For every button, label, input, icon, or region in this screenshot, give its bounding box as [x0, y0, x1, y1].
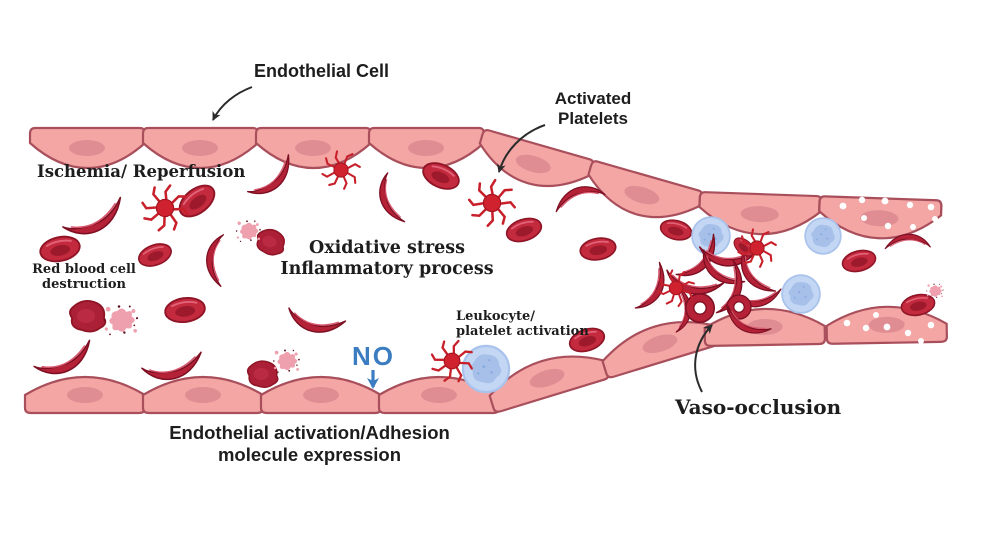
label-endothelial-activation-adhesion: Endothelial activation/Adhesion molecule…: [169, 422, 450, 465]
red-blood-cell: [134, 239, 176, 271]
endothelial-cell-arrow: [212, 86, 253, 121]
top-vessel-wall: [28, 126, 943, 242]
label-red-blood-cell-destruction: Red blood cell destruction: [32, 262, 136, 293]
endothelial-cell-segment: [580, 159, 705, 232]
red-blood-cell: [162, 294, 208, 326]
label-endothelial-cell: Endothelial Cell: [254, 61, 390, 81]
label-nitric-oxide: NO: [352, 341, 395, 371]
label-ischemia-reperfusion: Ischemia/ Reperfusion: [37, 162, 246, 181]
label-leukocyte-platelet-activation: Leukocyte/ platelet activation: [456, 309, 589, 340]
top-wall-sloping-segment: [471, 127, 705, 232]
red-blood-cell: [839, 246, 879, 276]
leukocyte: [781, 274, 821, 314]
hemolysis-debris: [235, 220, 261, 243]
red-blood-cell: [577, 234, 619, 264]
sickle-cell: [629, 261, 676, 316]
activated-platelet: [465, 176, 519, 230]
annotation-arrows: [212, 86, 713, 393]
hemolysis-debris: [103, 305, 139, 336]
destroyed-red-blood-cell: [69, 299, 107, 333]
activated-platelets-arrow: [496, 124, 546, 173]
red-blood-cell: [37, 232, 83, 266]
label-activated-platelets: Activated Platelets: [554, 89, 632, 129]
adhesion-molecule-dots: [839, 196, 938, 344]
destroyed-red-blood-cell: [246, 360, 279, 389]
red-blood-cell: [173, 178, 221, 224]
endothelial-cell-segment: [367, 126, 486, 170]
label-oxidative-stress-inflammatory-process: Oxidative stress Inflammatory process: [280, 238, 494, 279]
label-vaso-occlusion: Vaso-occlusion: [675, 395, 842, 419]
endothelial-cell-segment: [259, 375, 383, 415]
endothelial-cell-segment: [141, 375, 265, 415]
sickle-cell: [201, 231, 231, 287]
activated-platelet: [137, 180, 193, 236]
curled-sickle-cell: [684, 292, 716, 324]
red-blood-cell: [502, 213, 546, 247]
sickle-cell: [30, 339, 98, 382]
red-blood-cell: [657, 216, 695, 244]
sickle-cell: [283, 300, 347, 342]
sickle-cell: [59, 196, 130, 243]
sickle-cell: [374, 170, 406, 227]
endothelial-cell-segment: [254, 126, 373, 170]
leukocyte: [804, 217, 842, 255]
endothelial-cell-segment: [23, 375, 147, 415]
vaso-occlusion-arrow: [694, 324, 713, 393]
endothelial-cell-segment: [703, 306, 827, 348]
